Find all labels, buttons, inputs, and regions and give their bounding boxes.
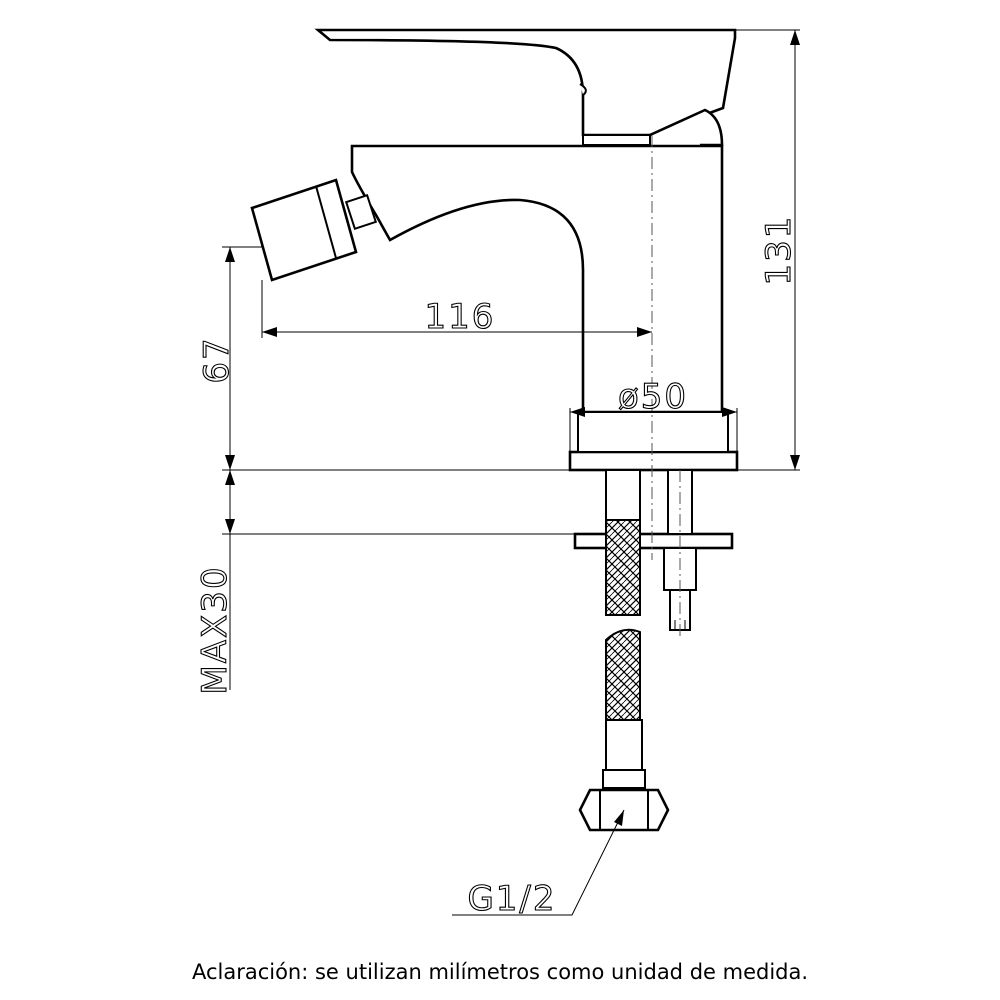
base-flange bbox=[568, 411, 739, 472]
flex-hose bbox=[602, 469, 646, 789]
connection-label: G1/2 bbox=[467, 879, 556, 919]
lever-handle bbox=[314, 28, 737, 147]
dimension-max30-label: MAX30 bbox=[195, 565, 235, 694]
dimension-base-diameter: ø50 bbox=[569, 376, 738, 452]
dimension-spout-reach: 116 bbox=[261, 280, 652, 338]
leader-connection: G1/2 bbox=[452, 809, 625, 920]
bidet-nozzle bbox=[250, 178, 378, 282]
dimension-67-label: 67 bbox=[197, 336, 237, 383]
dimension-spout-height: 67 bbox=[196, 246, 570, 471]
dimension-131-label: 131 bbox=[759, 215, 799, 286]
units-note: Aclaración: se utilizan milímetros como … bbox=[191, 960, 809, 984]
dimension-height-total: 131 bbox=[735, 29, 800, 471]
dimension-diameter-label: ø50 bbox=[618, 377, 688, 417]
deck-plate bbox=[573, 532, 734, 550]
dimension-116-label: 116 bbox=[425, 297, 496, 337]
faucet-body bbox=[350, 144, 724, 414]
dimension-max-deck: MAX30 bbox=[194, 470, 575, 695]
